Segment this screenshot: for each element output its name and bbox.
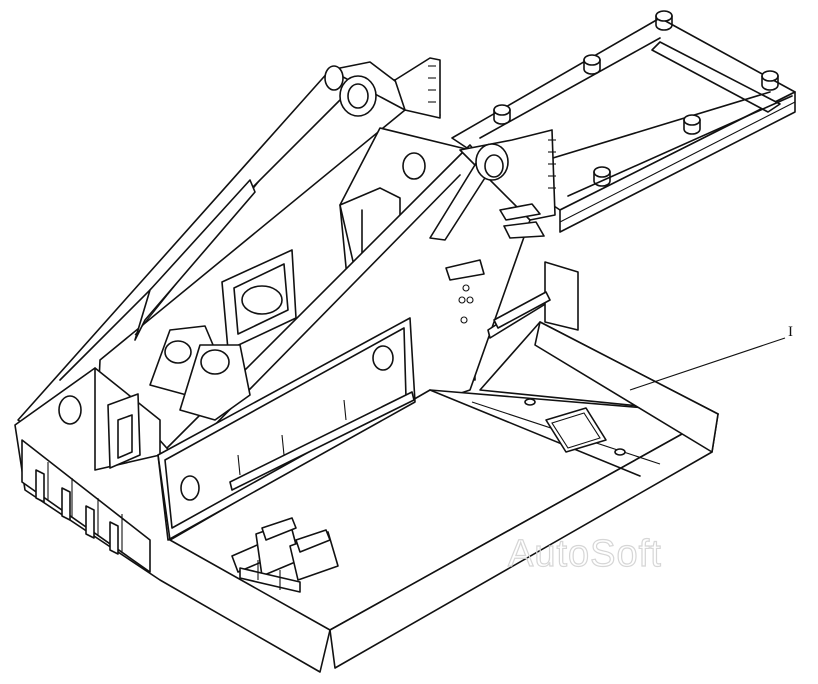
right-inclined-arm (159, 129, 556, 471)
side-panel (157, 317, 416, 541)
callout-leader-line (629, 337, 786, 391)
callout: I (629, 324, 793, 391)
callout-label: I (788, 324, 793, 340)
watermark: AutoSoft (508, 533, 662, 575)
deck-brackets (231, 517, 339, 593)
left-boom-arm (17, 57, 441, 471)
hinge-lug-brackets (149, 325, 251, 421)
rail-mounting-bosses (493, 10, 779, 187)
right-tray (493, 261, 719, 456)
